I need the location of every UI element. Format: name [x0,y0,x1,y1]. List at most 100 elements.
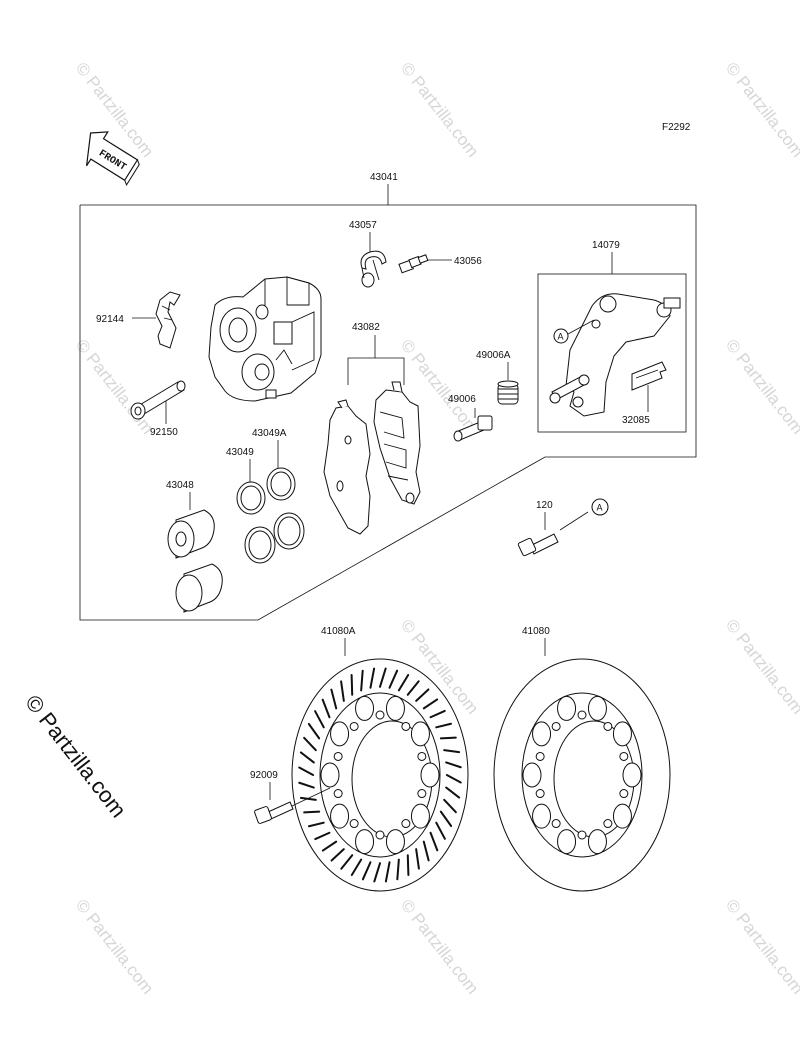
watermark: © Partzilla.com [72,896,158,998]
disc-bolt-hole [603,819,613,829]
pad-spring-part [155,291,181,349]
label-120: 120 [536,500,553,511]
vent-slot [439,736,457,740]
label-32085: 32085 [622,415,650,426]
disc-hole [410,721,430,747]
vent-slot [406,854,410,876]
bracket-box [537,273,687,433]
disc-bolt-hole [535,751,545,761]
vent-slot [314,710,325,729]
disc-bolt-hole [349,819,359,829]
disc-bolt-hole [401,721,411,731]
vent-slot [396,858,400,881]
vent-slot [298,766,315,776]
disc-hole [587,695,607,721]
disc-hole [320,762,340,788]
disc-bolt-hole [375,710,385,720]
vent-slot [350,858,363,877]
label-92150: 92150 [150,427,178,438]
disc-hole [385,829,405,855]
disc-bolt-hole [535,789,545,799]
disc-hole [355,829,375,855]
vent-slot [435,722,453,729]
disc-bolt-hole [619,789,629,799]
callout-a-circle: A [553,328,569,344]
disc-bolt-hole [375,830,385,840]
watermark: © Partzilla.com [722,896,800,998]
watermark: © Partzilla.com [722,616,800,718]
label-49006: 49006 [448,394,476,405]
disc-bolt-hole [333,789,343,799]
bleeder-valve-part [398,254,429,274]
watermark: © Partzilla.com [397,59,483,161]
vent-slot [314,831,331,841]
vent-slot [340,680,345,702]
vent-slot [350,674,354,696]
disc-bolt-hole [333,751,343,761]
caliper-body-part [208,276,322,402]
label-43049: 43049 [226,447,254,458]
disc-bolt-hole [577,710,587,720]
disc-bolt-hole [417,789,427,799]
label-43082: 43082 [352,322,380,333]
callout-a-circle: A [591,498,609,516]
label-92144: 92144 [96,314,124,325]
vent-slot [303,736,317,752]
vent-slot [369,667,376,689]
vent-slot [361,861,372,881]
watermark: © Partzilla.com [72,336,158,438]
vent-slot [415,848,420,870]
disc-bolt-hole [577,830,587,840]
vent-slot [429,709,446,719]
vent-slot [299,796,317,801]
vent-slot [299,751,315,764]
figure-code: F2292 [662,122,691,133]
disc-hole [532,803,552,829]
disc-hole [587,829,607,855]
watermark: © Partzilla.com [397,896,483,998]
vent-slot [445,786,461,799]
vent-slot [330,688,338,710]
bleeder-cap-part [360,250,387,288]
disc-bolt-hole [401,819,411,829]
vent-slot [445,774,462,784]
vent-slot [422,698,439,710]
vent-slot [360,669,364,692]
disc-hole [557,829,577,855]
disc-hole [612,803,632,829]
label-14079: 14079 [592,240,620,251]
callout-letter: A [558,332,564,342]
vent-slot [406,680,420,696]
disc-hole [420,762,440,788]
disc-hole [532,721,552,747]
vent-slot [340,854,354,870]
disc-bolt-hole [349,721,359,731]
label-41080A: 41080A [321,626,356,637]
disc-hole [557,695,577,721]
vent-slot [388,669,399,689]
caliper-bracket-part [549,293,681,417]
disc-hole [355,695,375,721]
disc-hole [410,803,430,829]
vent-slot [330,848,345,862]
disc-hole [385,695,405,721]
label-92009: 92009 [250,770,278,781]
boot-part [497,380,519,405]
brake-pad-part [323,381,421,535]
vent-slot [303,810,321,814]
disc-hole [622,762,642,788]
vent-slot [443,749,461,754]
vent-slot [307,821,325,828]
label-43048: 43048 [166,480,194,491]
disc-bolt-hole [619,751,629,761]
watermark: © Partzilla.com [722,59,800,161]
piston-seal-a-part [266,467,305,550]
label-43057: 43057 [349,220,377,231]
piston-part [167,509,223,613]
vent-slot [384,861,391,883]
vent-slot [298,781,315,789]
vent-slot [445,761,462,769]
disc-bolt-hole [551,819,561,829]
